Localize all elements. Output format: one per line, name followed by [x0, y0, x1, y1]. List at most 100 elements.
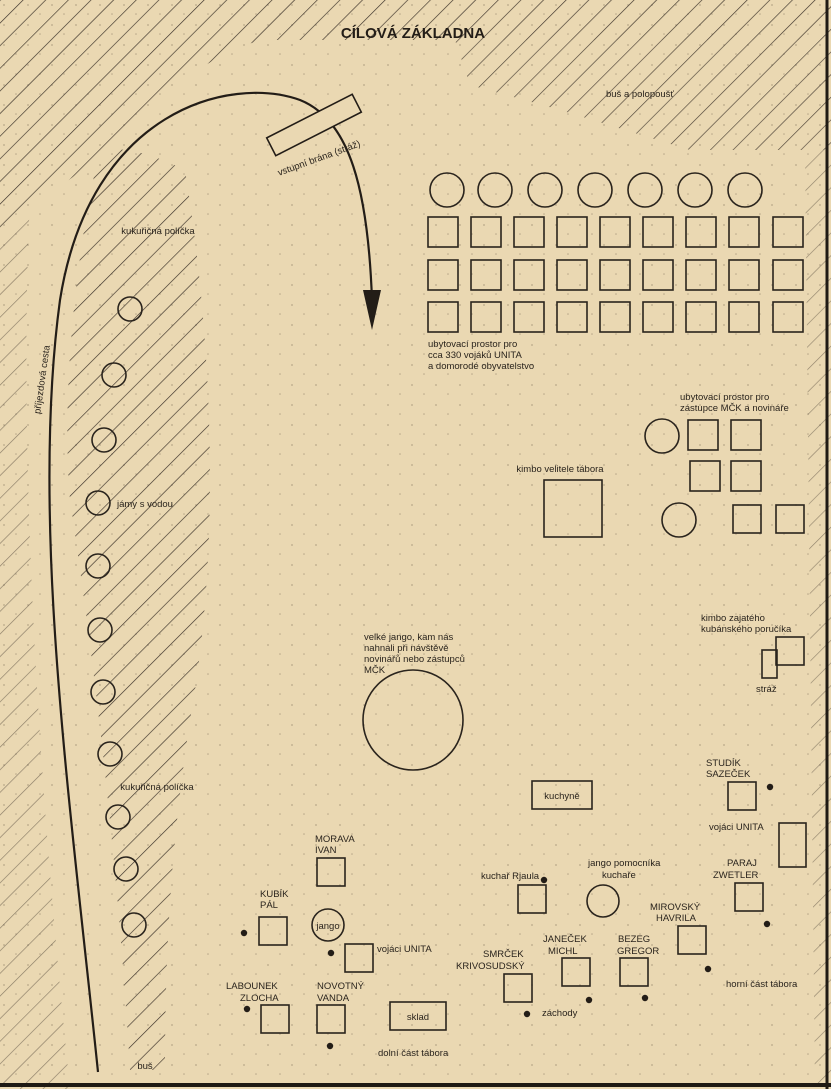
- person-marker: [766, 783, 774, 791]
- unita-quarters-kimbos: [427, 216, 804, 333]
- labounek-kimbo: [260, 1004, 290, 1034]
- person-marker: [763, 920, 771, 928]
- water-pit: [117, 296, 143, 322]
- big-jango-label-2: nahnali při návštěvě: [364, 643, 449, 654]
- water-pit: [87, 617, 113, 643]
- studik-label-2: SAZEČEK: [706, 769, 751, 780]
- person-marker: [327, 949, 335, 957]
- captive-kimbo-label-1: kimbo zajatého: [701, 613, 765, 624]
- novotny-kimbo: [316, 1004, 346, 1034]
- latrines-label: záchody: [542, 1008, 578, 1019]
- small-jango-label: jango: [315, 921, 339, 932]
- cook-kimbo: [517, 884, 547, 914]
- smrcek-label-2: KRIVOSUDSKÝ: [456, 961, 525, 972]
- jango-hut: [627, 172, 663, 208]
- jango-hut: [727, 172, 763, 208]
- unita-soldiers-kimbo-right: [778, 822, 807, 868]
- bezeg-label-1: BEZEG: [618, 934, 650, 945]
- cook-helper-label-1: jango pomocníka: [587, 858, 661, 869]
- unita-quarters-label-2: cca 330 vojáků UNITA: [428, 350, 522, 361]
- morava-kimbo: [316, 857, 346, 887]
- water-pit: [91, 427, 117, 453]
- labounek-label-2: ZLOCHA: [240, 993, 279, 1004]
- jango-hut: [477, 172, 513, 208]
- mirovsky-label-1: MIROVSKÝ: [650, 902, 701, 913]
- water-pit: [90, 679, 116, 705]
- unita-soldiers-kimbo-left: [344, 943, 374, 973]
- water-pit: [121, 912, 147, 938]
- paraj-label-2: ZWETLER: [713, 870, 759, 881]
- kubik-label-1: KUBÍK: [260, 889, 289, 900]
- labounek-label-1: LABOUNEK: [226, 981, 278, 992]
- studik-kimbo: [727, 781, 757, 811]
- person-marker: [704, 965, 712, 973]
- store-building: [389, 1001, 447, 1031]
- water-pits-label: jámy s vodou: [116, 499, 173, 510]
- novotny-label-1: NOVOTNÝ: [317, 981, 365, 992]
- commander-kimbo: [543, 479, 603, 538]
- janecek-label-1: JANEČEK: [543, 934, 587, 945]
- person-marker: [326, 1042, 334, 1050]
- water-pit: [97, 741, 123, 767]
- road-arrowhead: [363, 290, 381, 330]
- person-marker: [641, 994, 649, 1002]
- water-pit: [105, 804, 131, 830]
- kitchens-label: kuchyně: [544, 791, 579, 802]
- icrc-quarters-label-2: zástupce MČK a novináře: [680, 403, 789, 414]
- studik-label-1: STUDÍK: [706, 758, 742, 769]
- road-hatch: [0, 200, 70, 1089]
- kubik-label-2: PÁL: [260, 900, 278, 911]
- commander-kimbo-label: kimbo velitele tábora: [516, 464, 604, 475]
- big-jango-label-3: novinářů nebo zástupců: [364, 654, 465, 665]
- guard-label: stráž: [756, 684, 777, 695]
- janecek-label-2: MICHL: [548, 946, 578, 957]
- big-jango-label-4: MČK: [364, 665, 386, 676]
- morava-label-2: IVAN: [315, 845, 337, 856]
- smrcek-label-1: SMRČEK: [483, 949, 524, 960]
- upper-camp-label: horní část tábora: [726, 979, 798, 990]
- corn-field-label-bottom: kukuřičná políčka: [120, 782, 194, 793]
- bush-hatch-top: [0, 0, 831, 40]
- icrc-quarters: [644, 418, 805, 538]
- paraj-label-1: PARAJ: [727, 858, 757, 869]
- cook-helper-jango: [586, 884, 620, 918]
- person-marker: [523, 1010, 531, 1018]
- bush-bottom-label: buš: [137, 1061, 153, 1072]
- unita-soldiers-right-label: vojáci UNITA: [709, 822, 764, 833]
- big-jango-label-1: velké jango, kam nás: [364, 632, 453, 643]
- smrcek-kimbo: [503, 973, 533, 1003]
- morava-label-1: MORAVA: [315, 834, 355, 845]
- corn-field-label-top: kukuřičná políčka: [121, 226, 195, 237]
- map-title: CÍLOVÁ ZÁKLADNA: [341, 25, 485, 42]
- right-edge-hatch: [805, 150, 831, 1089]
- jango-hut: [429, 172, 465, 208]
- person-marker: [585, 996, 593, 1004]
- bezeg-kimbo: [619, 957, 649, 987]
- kitchens-building: [531, 780, 593, 810]
- entry-gate: [265, 93, 363, 157]
- janecek-kimbo: [561, 957, 591, 987]
- unita-soldiers-left-label: vojáci UNITA: [377, 944, 432, 955]
- unita-quarters-label-3: a domorodé obyvatelstvo: [428, 361, 534, 372]
- paraj-kimbo: [734, 882, 764, 912]
- water-pit: [85, 553, 111, 579]
- icrc-quarters-label-1: ubytovací prostor pro: [680, 392, 769, 403]
- bezeg-label-2: GREGOR: [617, 946, 659, 957]
- store-label: sklad: [407, 1012, 429, 1023]
- jango-hut: [577, 172, 613, 208]
- access-road-path: [48, 91, 374, 1073]
- water-pit: [101, 362, 127, 388]
- jango-hut: [527, 172, 563, 208]
- water-pits: [85, 296, 147, 938]
- cook-label: kuchař Rjaula: [481, 871, 540, 882]
- captive-kimbo: [775, 636, 805, 666]
- captive-kimbo-label-2: kubánského poručíka: [701, 624, 792, 635]
- small-jango: [311, 908, 345, 942]
- bush-hatch-top-right: [455, 40, 831, 150]
- unita-quarters-label-1: ubytovací prostor pro: [428, 339, 517, 350]
- jango-hut: [677, 172, 713, 208]
- mirovsky-kimbo: [677, 925, 707, 955]
- guard-post: [761, 649, 778, 679]
